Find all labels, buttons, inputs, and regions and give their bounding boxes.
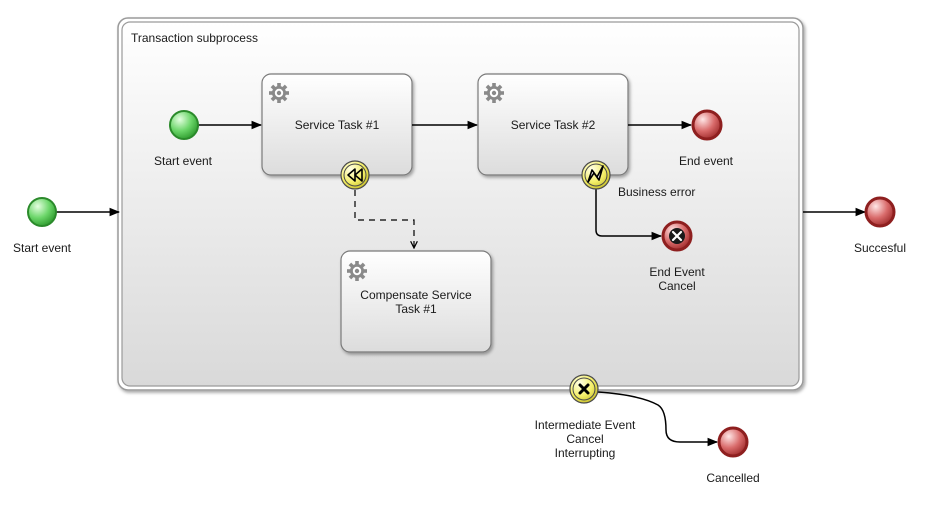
succesful-end-event[interactable] [864, 196, 896, 228]
end-cancel-label: End Event Cancel [649, 265, 705, 293]
cancelled-end-event[interactable] [717, 426, 749, 458]
error-lightning-icon [587, 165, 604, 183]
flow-boundary-to-cancelled [597, 391, 719, 447]
business-error-label: Business error [618, 185, 696, 199]
sequence-flows [56, 120, 867, 447]
subprocess-title: Transaction subprocess [131, 31, 258, 45]
end-event-cancel[interactable] [661, 220, 693, 252]
cancel-x-icon [669, 228, 685, 244]
business-error-boundary-event[interactable] [581, 160, 611, 190]
inner-start-label: Start event [153, 154, 213, 168]
compensation-boundary-event[interactable] [340, 160, 370, 190]
inner-end-label: End event [678, 154, 734, 168]
outer-start-event[interactable] [27, 197, 57, 227]
compensate-task-label: Compensate Service Task #1 [360, 287, 472, 316]
service-task-1-label: Service Task #1 [294, 117, 380, 132]
outer-start-label: Start event [12, 241, 72, 255]
compensate-service-task[interactable] [340, 250, 492, 353]
succesful-label: Succesful [853, 241, 907, 255]
compensation-rewind-icon [347, 168, 363, 182]
cancel-boundary-event[interactable] [569, 374, 599, 404]
inner-start-event[interactable] [169, 110, 199, 140]
inner-end-event[interactable] [691, 109, 723, 141]
service-task-2-label: Service Task #2 [510, 117, 596, 132]
cancelled-label: Cancelled [706, 471, 760, 485]
cancel-x-icon [578, 383, 590, 395]
boundary-cancel-label: Intermediate Event Cancel Interrupting [534, 418, 636, 460]
flow-error-to-end-cancel [595, 188, 663, 241]
compensation-association [354, 190, 414, 248]
